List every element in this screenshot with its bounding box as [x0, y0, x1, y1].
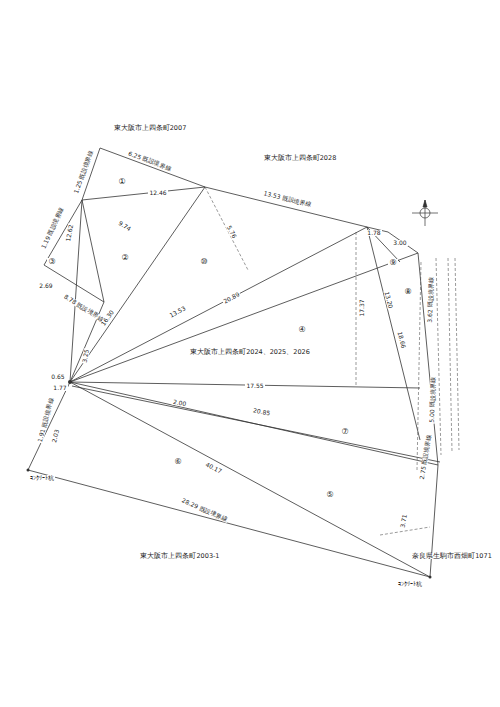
lot-address: 東大阪市上四条町2003-1: [139, 553, 220, 560]
dimension-label: 5.00 既設境界線: [429, 376, 437, 423]
survey-point: [27, 469, 30, 472]
dimension-label: 40.17: [204, 461, 224, 475]
division-line: [70, 187, 205, 382]
dimension-label: 3.25: [82, 348, 91, 364]
dimension-label: 12.62: [65, 223, 74, 243]
parcel-number: ⑤: [325, 491, 334, 499]
division-line: [70, 382, 420, 388]
dimension-label: 2.75 既設境界線: [419, 433, 433, 481]
parcel-number: ④: [297, 326, 306, 334]
perpendicular-line: [417, 262, 421, 470]
road-line: [448, 258, 452, 452]
dimension-label: 13.53 既設境界線: [262, 190, 313, 208]
division-line: [82, 200, 104, 302]
survey-point: [68, 380, 72, 384]
survey-point: [429, 576, 432, 579]
dimension-label: 20.85: [252, 407, 272, 417]
dimension-label: 17.37: [359, 298, 365, 317]
dimension-label: 1.78: [366, 230, 381, 236]
parcel-number: ⑩: [199, 258, 208, 266]
perpendicular-line: [356, 232, 357, 385]
dimension-label: 18.66: [397, 330, 407, 350]
dimension-label: 28.29 既設境界線: [180, 497, 229, 523]
perpendicular-line: [205, 187, 248, 270]
dimension-label: 13.20: [384, 290, 394, 310]
parcel-number: ②: [120, 254, 129, 262]
north-arrow: [412, 200, 438, 226]
parcel-number: ⑥: [173, 458, 182, 466]
dimension-label: 20.89: [222, 291, 242, 305]
dimension-label: 8.78 既設境界線: [62, 293, 105, 323]
division-line: [70, 382, 430, 577]
parcel-number: ⑦: [340, 428, 349, 436]
dimension-label: 5.76: [226, 224, 239, 240]
dimension-label: 13.53: [168, 305, 188, 319]
dimension-label: 16.30: [100, 308, 116, 327]
parcel-number: ⑧: [403, 288, 412, 296]
dimension-label: 1.19 既設境界線: [40, 205, 65, 250]
dimension-label: 17.55: [245, 383, 264, 389]
lot-address: 東大阪市上四条町2007: [113, 125, 188, 132]
division-line: [70, 253, 418, 382]
dimension-label: 6.25 既設境界線: [127, 150, 173, 172]
dimension-label: 3.62 既設境界線: [427, 276, 435, 323]
dimension-label: 3.71: [400, 513, 409, 529]
division-line: [72, 386, 440, 462]
dimension-label: ｺﾝｸﾘｰﾄ杭: [397, 581, 423, 587]
parcel-number: ①: [117, 178, 126, 186]
division-line: [367, 227, 420, 440]
parcel-number: ③: [47, 258, 56, 266]
dimension-label: 2.69: [38, 283, 53, 289]
road-line: [455, 258, 459, 450]
dimension-label: 0.65: [50, 374, 65, 380]
dimension-label: 1.77: [52, 385, 67, 391]
road-line: [436, 258, 441, 455]
boundary-line: [28, 148, 438, 577]
dimension-label: 3.00: [392, 240, 407, 246]
division-line: [70, 227, 367, 382]
dimension-label: 2.03: [51, 428, 61, 444]
lot-address: 東大阪市上四条町2024、2025、2026: [189, 349, 311, 356]
lot-address: 東大阪市上四条町2028: [263, 155, 338, 162]
dimension-label: 12.46: [148, 190, 167, 196]
lot-address: 奈良県生駒市西畑町1071: [411, 553, 493, 560]
parcel-number: ⑨: [388, 259, 397, 267]
dimension-label: ｺﾝｸﾘｰﾄ杭: [29, 475, 55, 481]
division-line: [82, 187, 205, 200]
dimension-label: 9.74: [117, 219, 133, 232]
dimension-label: 2.00: [172, 399, 188, 408]
